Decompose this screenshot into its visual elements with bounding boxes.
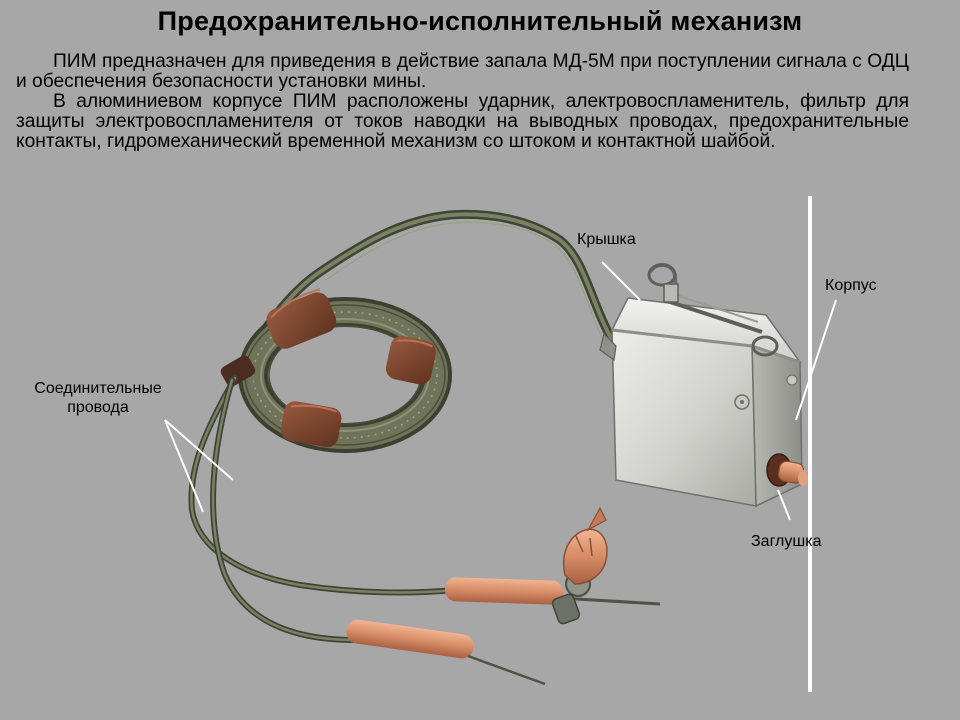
leader-lines bbox=[164, 261, 837, 521]
paragraph-components: В алюминиевом корпусе ПИМ расположены уд… bbox=[16, 91, 909, 152]
ferrite-bead-bottom bbox=[280, 401, 342, 448]
leader-body bbox=[795, 299, 837, 421]
label-connecting-wires: Соединительные провода bbox=[12, 379, 184, 417]
wire-bundle bbox=[233, 209, 617, 377]
ferrite-bead-right bbox=[385, 335, 437, 385]
label-plug: Заглушка bbox=[751, 533, 822, 550]
wire-terminal-upper bbox=[444, 506, 661, 625]
wire-terminal-lower bbox=[346, 619, 546, 686]
connecting-wires bbox=[188, 375, 458, 643]
wire-coil bbox=[238, 288, 452, 453]
label-body: Корпус bbox=[825, 277, 877, 294]
page-title: Предохранительно-исполнительный механизм bbox=[157, 6, 803, 36]
label-connecting-wires-line2: провода bbox=[67, 399, 129, 416]
leader-wires-a bbox=[164, 419, 204, 513]
leader-cover bbox=[601, 261, 641, 301]
leader-plug bbox=[777, 489, 791, 521]
pim-plug bbox=[766, 453, 808, 487]
paragraph-purpose: ПИМ предназначен для приведения в действ… bbox=[16, 51, 909, 92]
description-text: ПИМ предназначен для приведения в действ… bbox=[16, 52, 909, 152]
leader-wires-b bbox=[164, 419, 234, 481]
ferrite-bead-top bbox=[266, 288, 337, 349]
label-cover: Крышка bbox=[577, 231, 636, 248]
label-connecting-wires-line1: Соединительные bbox=[34, 380, 162, 397]
